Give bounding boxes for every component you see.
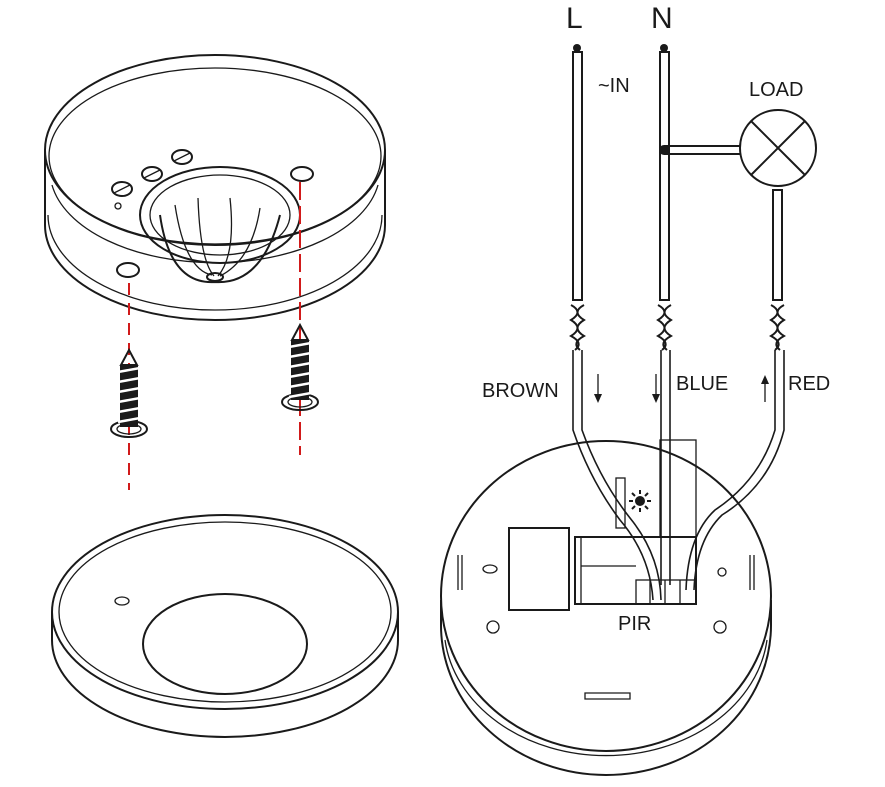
load-label: LOAD [749,79,803,101]
load-lamp-icon [739,109,817,187]
terminal-dot-neutral [660,44,668,52]
pir-label: PIR [618,613,651,635]
sensor-head [44,54,386,321]
sun-icon [629,490,651,512]
supply-wires [572,51,783,301]
sensor-housing [440,439,772,776]
wire-splices [568,304,787,351]
lead-wires [572,350,785,601]
wire-label-red: RED [788,373,830,395]
input-label: ~IN [598,75,630,97]
mounting-guides [128,182,301,490]
wire-label-blue: BLUE [676,373,728,395]
terminal-label-line: L [566,2,583,35]
screw-icon [111,181,133,197]
mounting-screw-right [281,322,319,411]
base-plate [51,514,399,738]
mounting-screw-left [110,347,148,438]
wire-label-brown: BROWN [482,380,559,402]
direction-arrows [594,374,769,403]
screw-icon [141,166,163,182]
terminal-label-neutral: N [651,2,673,35]
terminal-dot-line [573,44,581,52]
screw-icon [171,149,193,165]
